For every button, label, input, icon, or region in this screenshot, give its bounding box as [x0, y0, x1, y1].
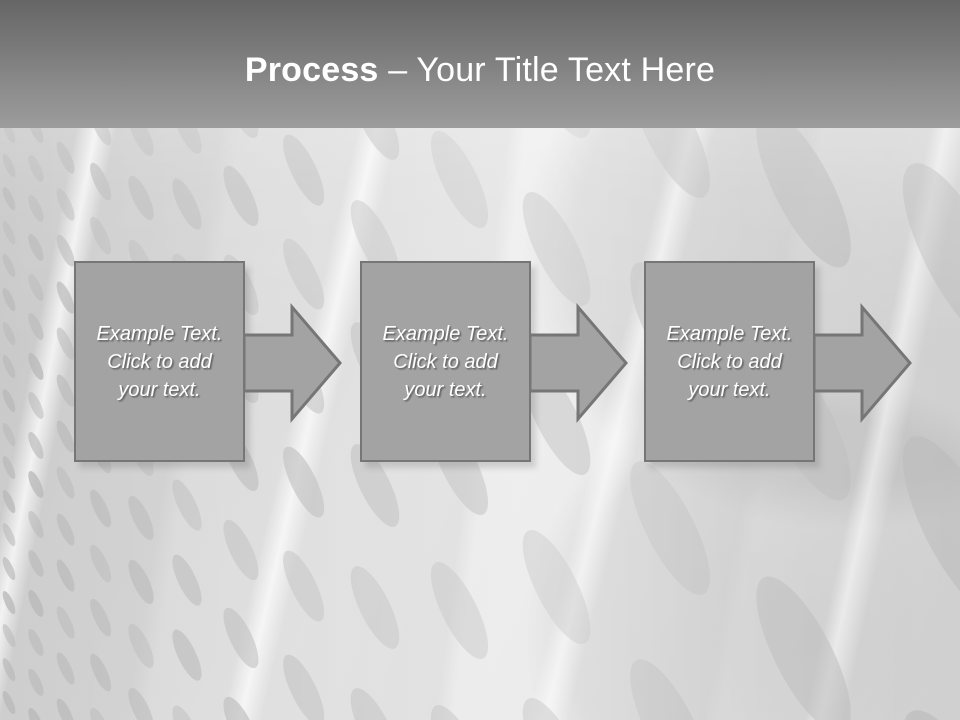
step-box[interactable]: Example Text. Click to add your text. — [74, 261, 245, 462]
step-text: Example Text. Click to add your text. — [382, 322, 509, 401]
title-bar: Process – Your Title Text Here — [0, 0, 960, 128]
step-text: Example Text. Click to add your text. — [96, 322, 223, 401]
page-title-rest: – Your Title Text Here — [378, 51, 716, 89]
step-text: Example Text. Click to add your text. — [666, 322, 793, 401]
arrow-right-icon — [528, 302, 628, 424]
page-title-strong: Process — [244, 51, 379, 89]
arrow-right-icon — [242, 302, 342, 424]
page-title: Process – Your Title Text Here — [0, 50, 960, 90]
arrow-right-icon — [812, 302, 912, 424]
step-box[interactable]: Example Text. Click to add your text. — [360, 261, 531, 462]
step-box[interactable]: Example Text. Click to add your text. — [644, 261, 815, 462]
